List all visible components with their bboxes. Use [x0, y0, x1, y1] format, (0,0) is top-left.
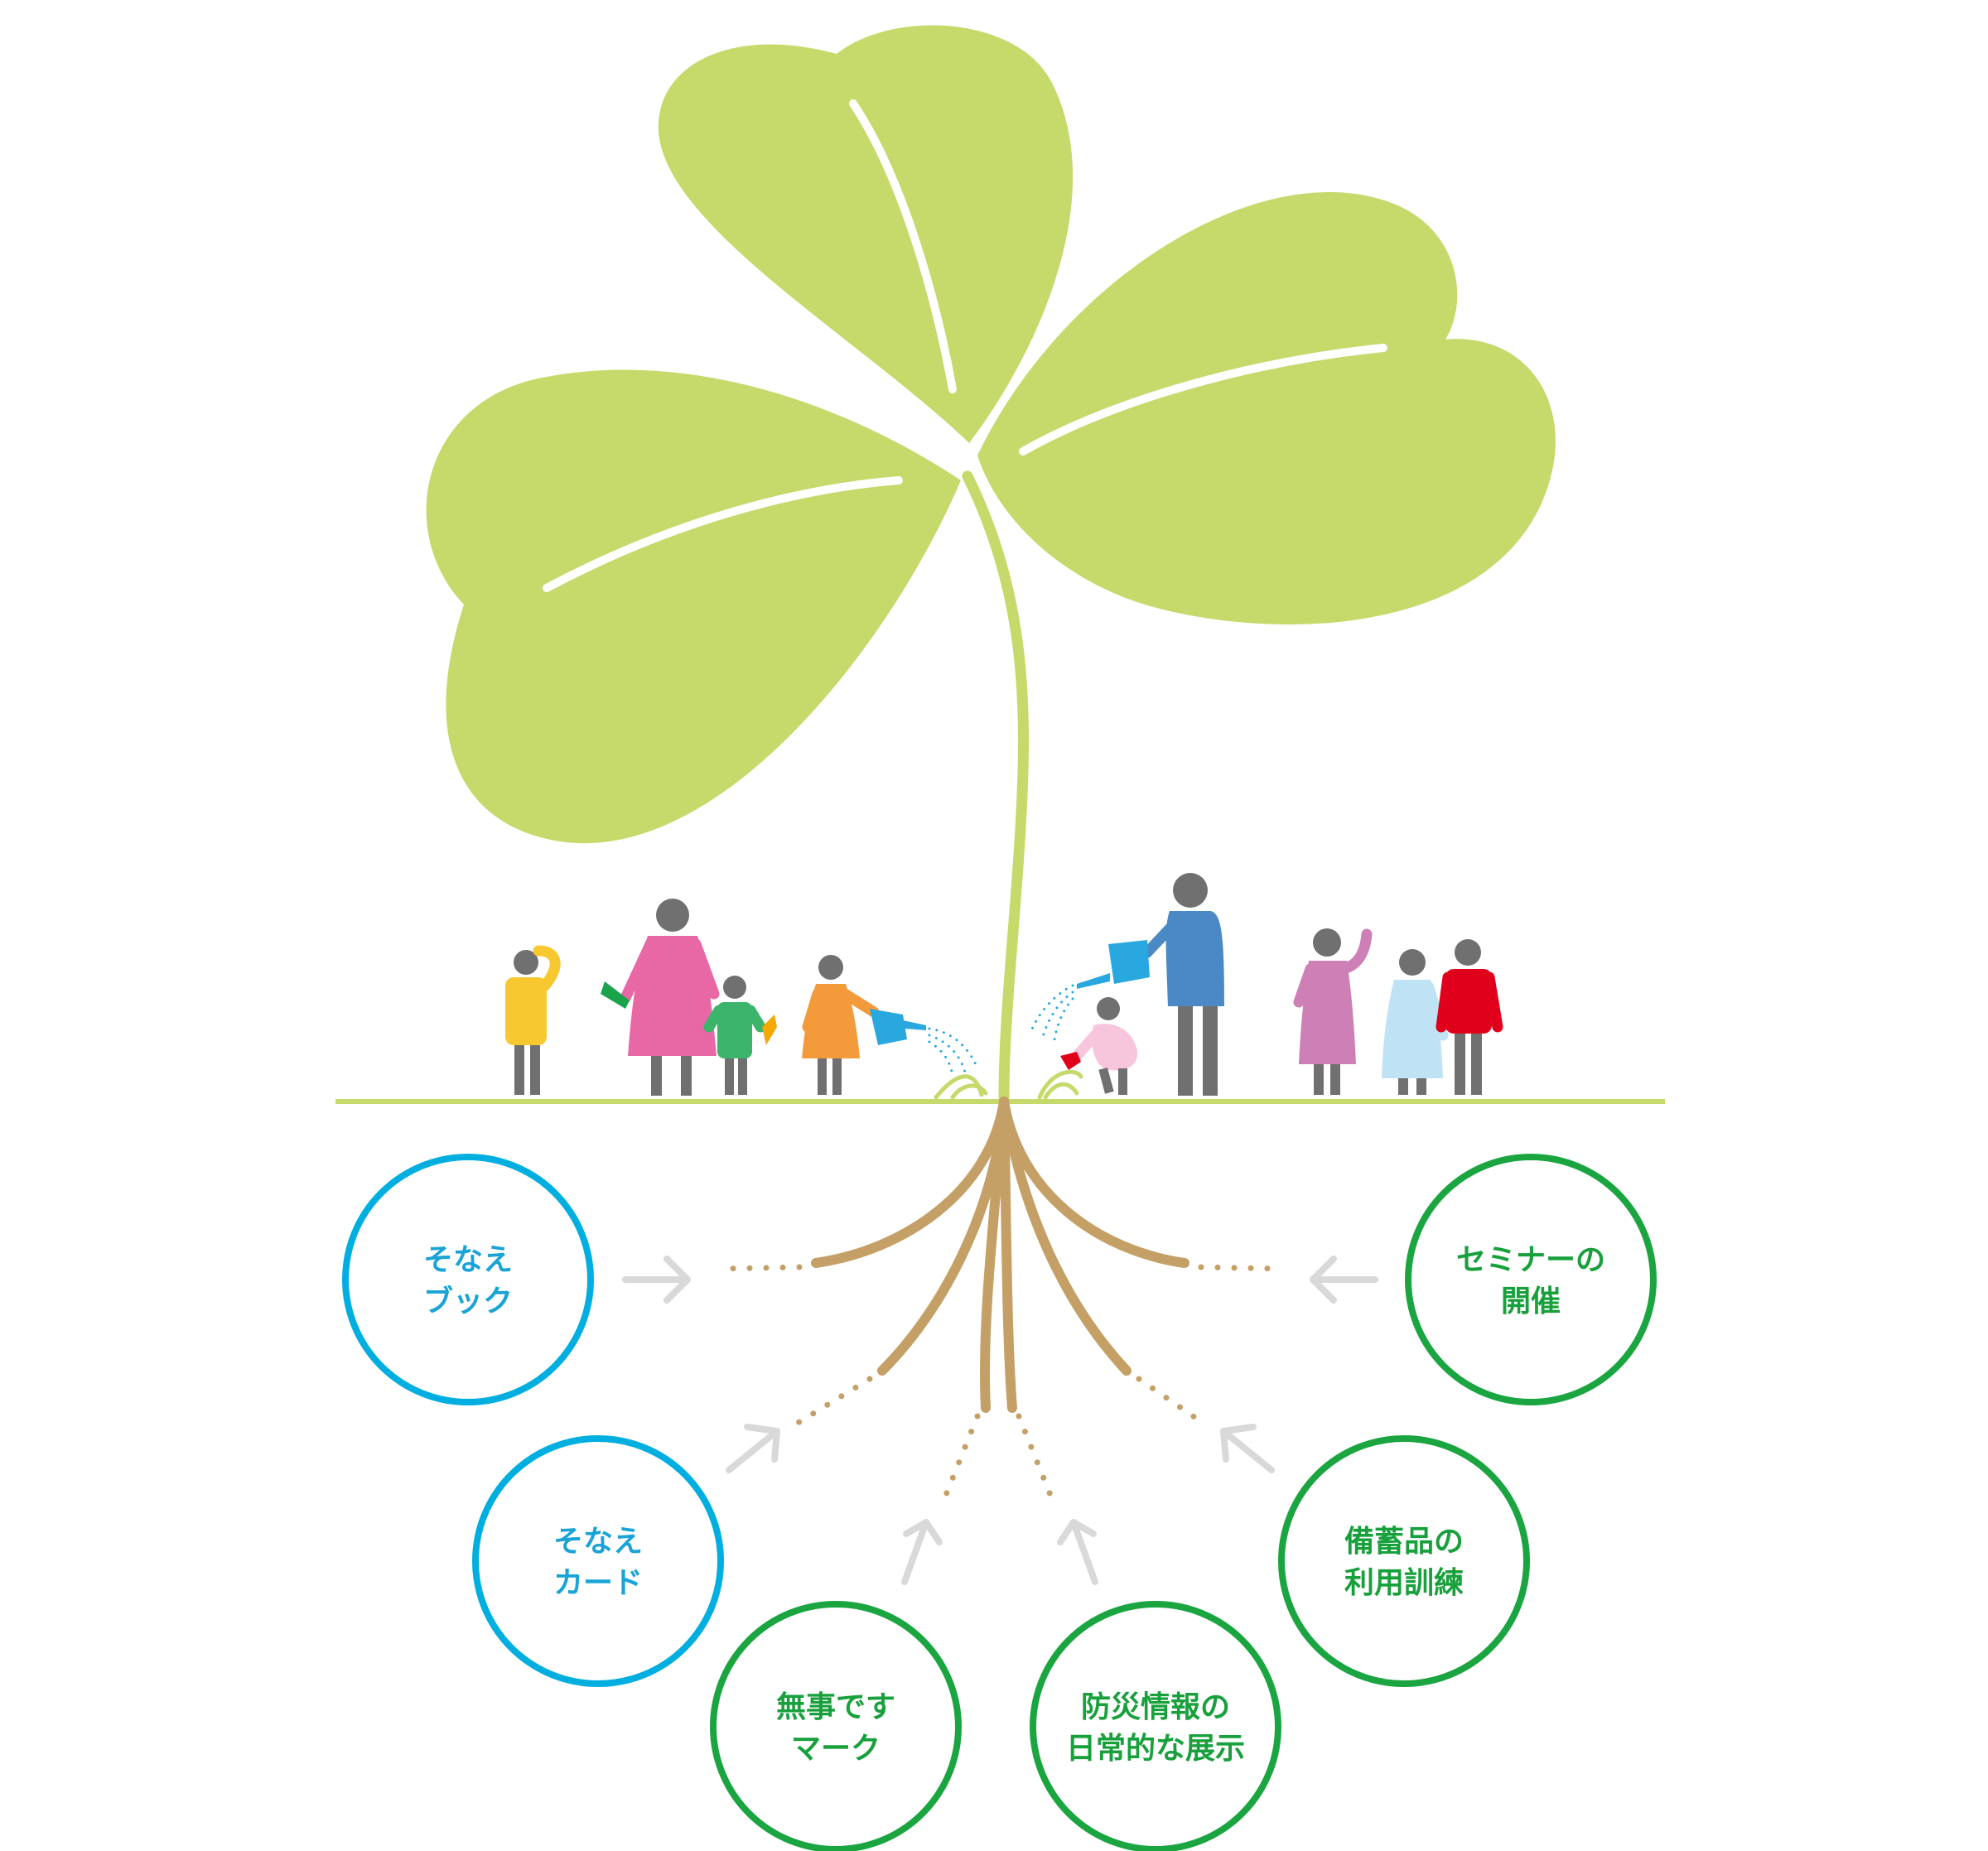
person-child-yellow — [505, 945, 561, 1095]
circle-label-line: 備蓄品の — [1344, 1525, 1464, 1559]
arrow-seminar-icon — [1310, 1256, 1378, 1304]
grass-left-2 — [950, 1083, 988, 1100]
shovel-yellow-icon — [762, 1015, 777, 1045]
roots — [811, 1097, 1189, 1413]
circle-label-line: 日常的な展示 — [1066, 1732, 1245, 1766]
arrow-book-icon — [622, 1256, 691, 1304]
grass-right — [1037, 1069, 1083, 1100]
circle-outline — [1030, 1601, 1281, 1851]
clover-leaves — [426, 25, 1556, 844]
watering-can-icon — [870, 1009, 926, 1045]
circle-outline — [1278, 1435, 1530, 1687]
circle-label-line: カード — [553, 1566, 643, 1600]
water-spray-right — [1030, 984, 1074, 1047]
person-kid-light-pink — [1060, 997, 1138, 1095]
person-red — [1436, 939, 1503, 1095]
person-woman-mauve — [1293, 928, 1373, 1095]
leaf-right — [977, 191, 1556, 624]
raised-arm — [533, 945, 561, 991]
circle-label-line: マーク — [791, 1732, 881, 1766]
arrows — [622, 1256, 1378, 1585]
person-shirt — [1299, 961, 1356, 1064]
arrow-bichiku-icon — [1220, 1424, 1275, 1473]
people — [505, 873, 1503, 1096]
person-shirt — [505, 977, 547, 1045]
circle-label-line: セミナーの — [1456, 1243, 1605, 1277]
water-spray-left — [928, 1027, 979, 1078]
circle-label-line: そなえ — [553, 1525, 643, 1559]
person-shirt — [1092, 1024, 1138, 1071]
circle-label-line: 利用訓練 — [1344, 1566, 1464, 1600]
leaf-gap-1 — [958, 441, 967, 470]
shovel-red-icon — [1060, 1052, 1081, 1070]
shovel-green-icon — [601, 981, 630, 1009]
circle-outline — [710, 1601, 962, 1851]
leaf-left — [426, 369, 961, 844]
watering-can-icon — [1077, 940, 1150, 989]
leaf-gap-2 — [946, 457, 962, 479]
person-light-blue — [1382, 949, 1449, 1095]
person-woman-pink — [601, 899, 720, 1096]
person-shirt — [1165, 911, 1224, 1006]
circle-outline — [1405, 1154, 1657, 1405]
root-dots — [717, 1264, 1283, 1502]
person-shirt — [1382, 980, 1443, 1078]
grass-right-2 — [1043, 1082, 1079, 1100]
leaf-vein-top — [849, 99, 957, 393]
circle-label-line: 無事です — [776, 1690, 895, 1724]
circle-label-line: 防災情報の — [1081, 1690, 1230, 1724]
stem — [962, 470, 1029, 1103]
person-shirt — [628, 936, 717, 1056]
circle-outline — [472, 1435, 724, 1687]
circle-label-line: そなえ — [423, 1243, 513, 1277]
person-child-orange — [802, 955, 926, 1095]
arrow-bousai-icon — [1057, 1519, 1098, 1585]
circle-outline — [342, 1154, 594, 1405]
person-man-blue — [1077, 873, 1224, 1096]
person-shirt — [1445, 969, 1492, 1034]
person-shirt — [717, 1002, 752, 1058]
arrow-buji-icon — [901, 1519, 943, 1585]
leaf-top — [658, 25, 1074, 443]
circle-label-line: 開催 — [1501, 1285, 1561, 1318]
circle-layer: そなえブックそなえカード無事ですマーク防災情報の日常的な展示備蓄品の利用訓練セミ… — [342, 1154, 1657, 1851]
arrow-card-icon — [726, 1424, 780, 1473]
leaf-vein-right — [1019, 344, 1387, 456]
leaf-vein-left — [543, 476, 903, 592]
person-child-green — [703, 976, 777, 1095]
circle-label-line: ブック — [423, 1284, 513, 1318]
